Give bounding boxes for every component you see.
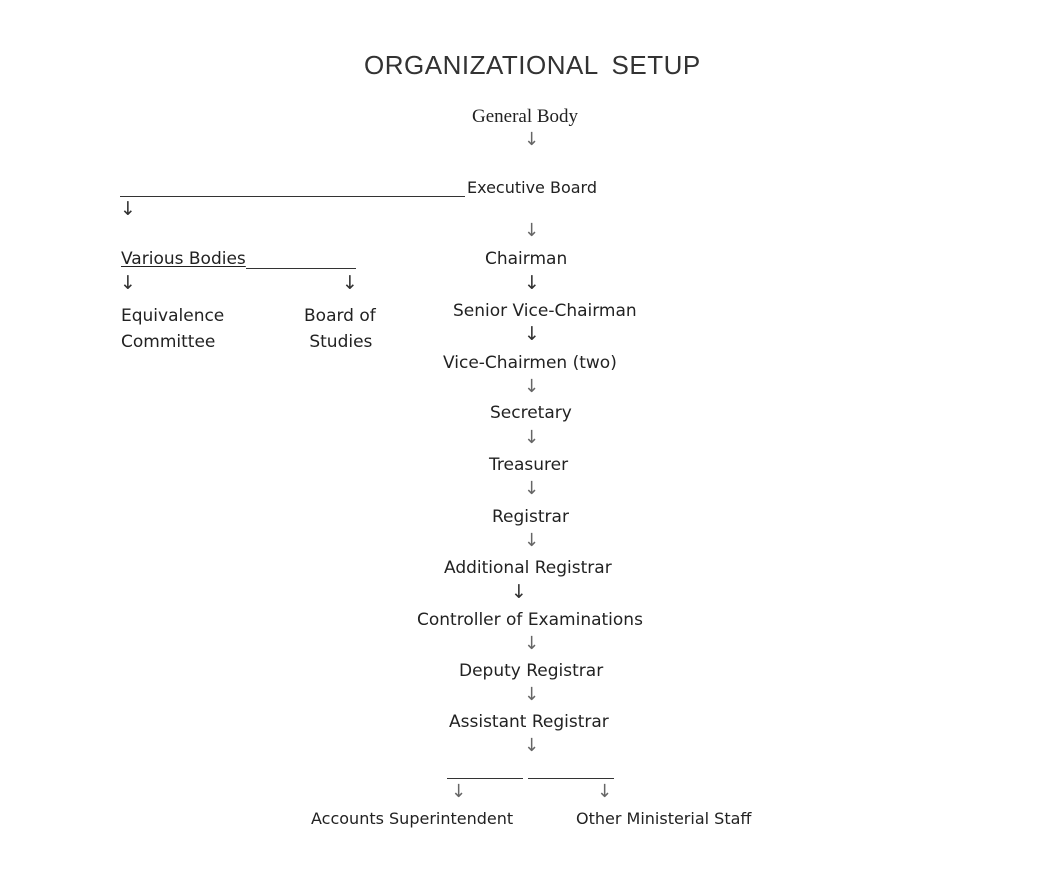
node-board-of-studies: Board of Studies [304,303,376,355]
node-general-body: General Body [472,106,579,127]
arrow-down-icon: ↓ [511,581,527,603]
arrow-down-icon: ↓ [524,427,540,448]
node-senior-vice-chairman: Senior Vice-Chairman [453,301,637,321]
node-additional-registrar: Additional Registrar [444,558,612,578]
arrow-down-icon: ↓ [451,781,467,802]
arrow-down-icon: ↓ [524,478,540,499]
node-assistant-registrar: Assistant Registrar [449,712,609,732]
node-controller-of-examinations: Controller of Examinations [417,610,643,630]
arrow-down-icon: ↓ [524,272,540,294]
node-deputy-registrar: Deputy Registrar [459,661,604,681]
board-of-studies-line: Board of [304,306,376,326]
node-chairman: Chairman [485,249,568,269]
arrow-down-icon: ↓ [524,220,540,241]
connector-line [246,268,356,269]
arrow-down-icon: ↓ [597,781,613,802]
board-of-studies-line: Studies [309,332,373,352]
node-vice-chairmen: Vice-Chairmen (two) [443,353,617,373]
node-treasurer: Treasurer [489,455,569,475]
node-various-bodies: Various Bodies [121,249,246,269]
connector-line [447,778,523,779]
arrow-down-icon: ↓ [524,684,540,705]
node-accounts-superintendent: Accounts Superintendent [311,809,514,828]
connector-line [120,196,465,197]
node-registrar: Registrar [492,507,569,527]
node-secretary: Secretary [490,403,572,423]
chart-title: ORGANIZATIONAL SETUP [364,50,701,80]
arrow-down-icon: ↓ [120,272,136,294]
arrow-down-icon: ↓ [524,735,540,756]
arrow-down-icon: ↓ [524,633,540,654]
arrow-down-icon: ↓ [524,129,540,150]
equivalence-committee-line: Committee [121,332,216,352]
node-equivalence-committee: Equivalence Committee [121,303,224,355]
equivalence-committee-line: Equivalence [121,306,225,326]
arrow-down-icon: ↓ [120,198,136,220]
arrow-down-icon: ↓ [342,272,358,294]
arrow-down-icon: ↓ [524,323,540,345]
node-executive-board: Executive Board [467,178,598,197]
node-other-ministerial-staff: Other Ministerial Staff [576,809,752,828]
connector-line [528,778,614,779]
arrow-down-icon: ↓ [524,376,540,397]
arrow-down-icon: ↓ [524,530,540,551]
